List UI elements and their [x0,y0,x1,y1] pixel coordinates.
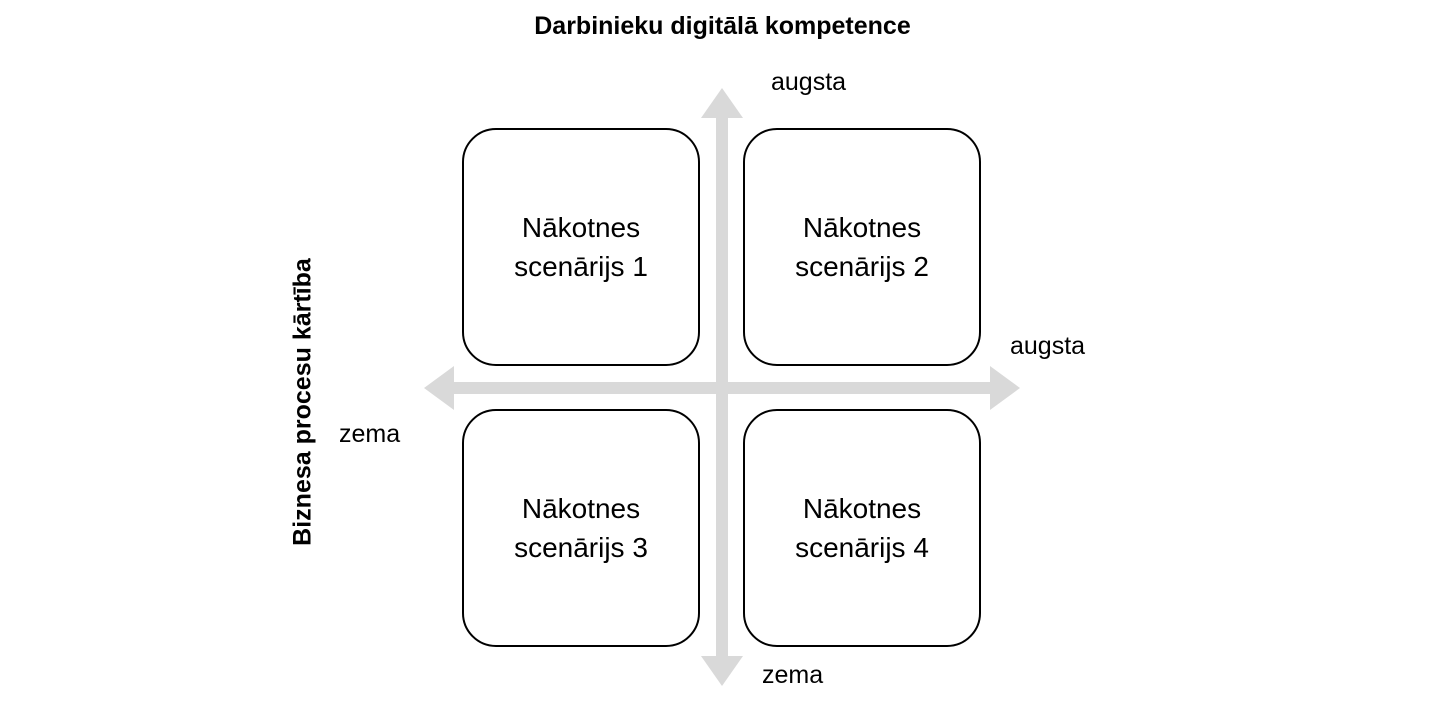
vertical-axis-high-label: augsta [771,68,847,96]
horizontal-axis-arrow [424,366,1020,410]
scenario-box-2: Nākotnes scenārijs 2 [743,128,981,366]
horizontal-axis-high-label: augsta [1010,332,1086,360]
horizontal-axis-low-label: zema [339,420,401,448]
scenario-box-4: Nākotnes scenārijs 4 [743,409,981,647]
scenario-4-line2: scenārijs 4 [795,532,929,563]
vertical-axis-low-label: zema [762,661,824,689]
top-axis-title: Darbinieku digitālā kompetence [534,12,911,40]
scenario-4-line1: Nākotnes [802,492,922,524]
scenario-3-line2: scenārijs 3 [514,532,648,563]
scenario-1-line2: scenārijs 1 [514,251,648,282]
scenario-1-line1: Nākotnes [521,211,641,243]
scenario-box-3: Nākotnes scenārijs 3 [462,409,700,647]
scenario-2-line1: Nākotnes [802,211,922,243]
scenario-box-1: Nākotnes scenārijs 1 [462,128,700,366]
scenario-3-line1: Nākotnes [521,492,641,524]
scenario-2-line2: scenārijs 2 [795,251,929,282]
